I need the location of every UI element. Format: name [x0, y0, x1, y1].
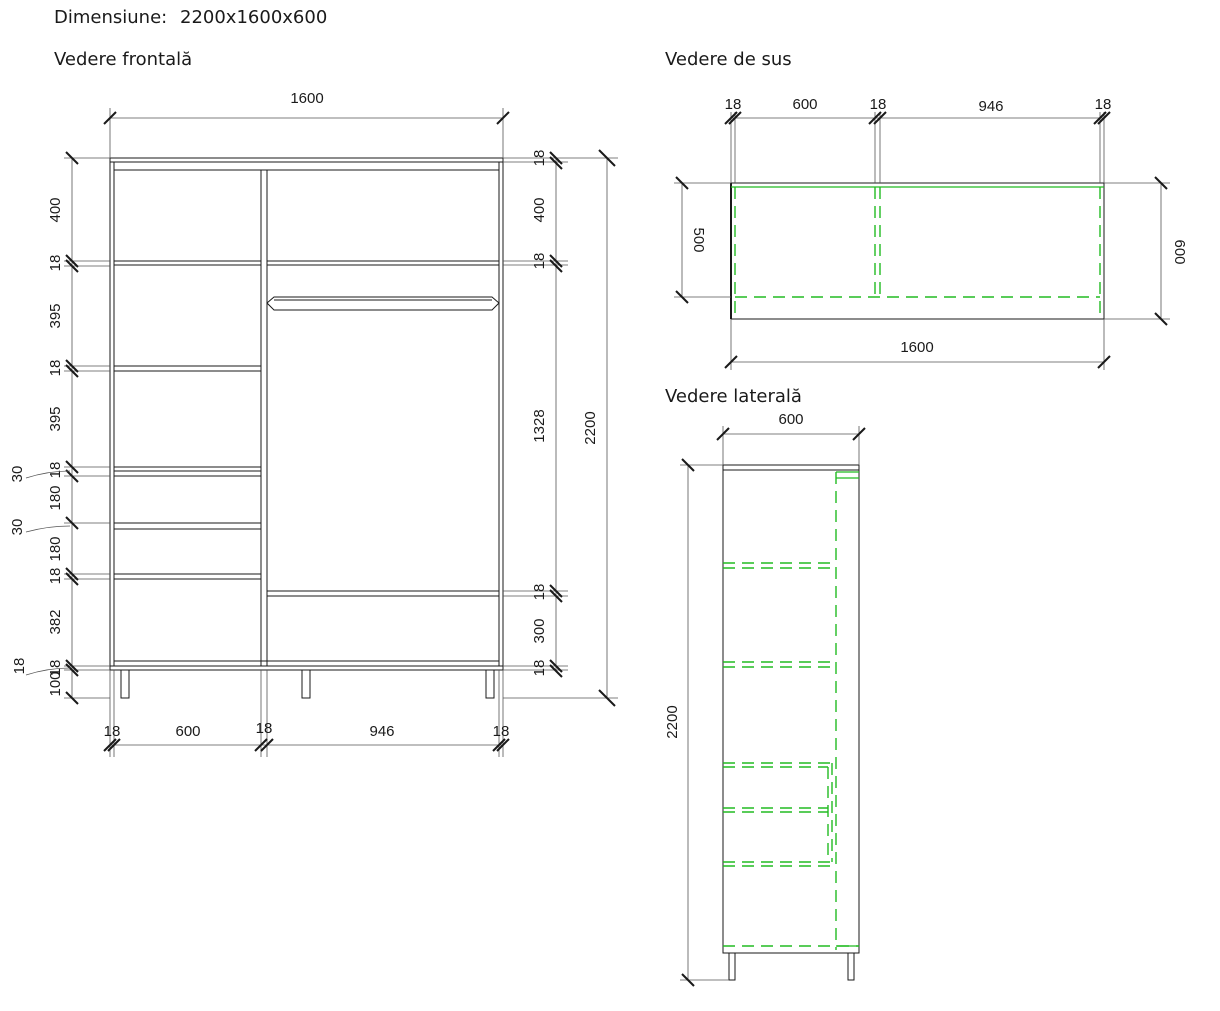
dim-side-height: 2200 — [664, 705, 681, 738]
dim-outer-left-0: 30 — [9, 466, 26, 483]
dim-top-bottom: 1600 — [900, 339, 933, 356]
top-view — [730, 182, 1105, 320]
dim-right-3: 1328 — [531, 409, 548, 442]
front-outer-left-labels: 30 30 18 — [9, 466, 71, 676]
dim-left-4: 395 — [47, 406, 64, 431]
side-view-outline — [722, 464, 860, 954]
dim-bottom-1: 600 — [175, 723, 200, 740]
side-view — [722, 464, 860, 981]
dim-right-2: 18 — [531, 253, 548, 270]
hanging-rail — [266, 296, 500, 311]
front-view-title: Vedere frontală — [54, 49, 192, 70]
dim-top-chain-4: 18 — [1095, 96, 1112, 113]
top-view-hidden-lines — [731, 186, 1104, 319]
front-view — [109, 157, 504, 699]
dim-right-6: 18 — [531, 660, 548, 677]
top-view-right-dimension: 600 — [1104, 176, 1188, 326]
dim-top-right: 600 — [1171, 239, 1188, 264]
side-view-height-dimension: 2200 — [664, 458, 729, 987]
dim-bottom-2: 18 — [256, 720, 273, 737]
front-left-dimension-chain: 400 18 395 18 395 18 180 180 18 382 18 1… — [47, 151, 110, 705]
side-view-width-dimension: 600 — [716, 411, 866, 465]
dim-right-4: 18 — [531, 584, 548, 601]
dim-left-9: 382 — [47, 609, 64, 634]
dim-top-left: 500 — [690, 227, 707, 252]
dim-top-chain-1: 600 — [792, 96, 817, 113]
front-bottom-dimension-chain: 18 600 18 946 18 — [103, 670, 510, 757]
side-view-title: Vedere laterală — [665, 386, 802, 407]
dim-outer-left-1: 30 — [9, 519, 26, 536]
dim-left-5: 18 — [47, 462, 64, 479]
dimension-label: Dimensiune: — [54, 7, 167, 28]
dim-right-5: 300 — [531, 618, 548, 643]
dim-left-6: 180 — [47, 485, 64, 510]
top-view-title: Vedere de sus — [665, 49, 792, 70]
side-view-hidden-lines — [723, 471, 859, 950]
dim-right-0: 18 — [531, 150, 548, 167]
dim-bottom-0: 18 — [104, 723, 121, 740]
dim-front-width: 1600 — [290, 90, 323, 107]
dim-side-width: 600 — [778, 411, 803, 428]
dim-left-10: 18 — [47, 660, 64, 677]
front-right-shelves — [267, 260, 499, 597]
side-legs — [728, 952, 855, 981]
dim-front-total-height: 2200 — [582, 411, 599, 444]
front-outer-frame — [109, 157, 504, 671]
front-legs — [120, 669, 495, 699]
dim-left-11: 100 — [47, 671, 64, 696]
dim-top-chain-3: 946 — [978, 98, 1003, 115]
top-view-left-dimension: 500 — [674, 176, 731, 304]
dim-bottom-3: 946 — [369, 723, 394, 740]
dim-left-2: 395 — [47, 303, 64, 328]
dim-left-3: 18 — [47, 360, 64, 377]
front-width-dimension: 1600 — [103, 90, 510, 158]
dim-left-8: 18 — [47, 568, 64, 585]
dim-left-7: 180 — [47, 536, 64, 561]
dimension-value: 2200x1600x600 — [180, 7, 327, 28]
dim-left-0: 400 — [47, 197, 64, 222]
dim-top-chain-2: 18 — [870, 96, 887, 113]
front-right-dimension-chain: 18 400 18 1328 18 300 18 — [503, 150, 568, 678]
dim-bottom-4: 18 — [493, 723, 510, 740]
top-view-top-dimension-chain: 18 600 18 946 18 — [724, 96, 1112, 183]
dim-outer-left-2: 18 — [11, 658, 28, 675]
front-total-height-dimension: 2200 — [503, 149, 618, 707]
front-left-shelves — [114, 260, 261, 580]
dim-top-chain-0: 18 — [725, 96, 742, 113]
top-view-bottom-dimension: 1600 — [724, 319, 1111, 370]
top-view-outline — [730, 182, 1105, 320]
dim-left-1: 18 — [47, 255, 64, 272]
dim-right-1: 400 — [531, 197, 548, 222]
